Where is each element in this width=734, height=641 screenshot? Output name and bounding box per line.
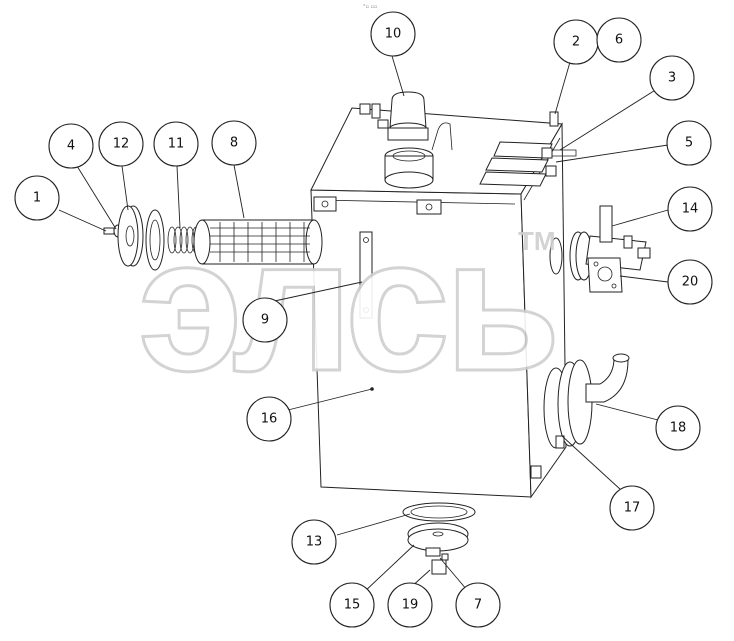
callout-15-label: 15 — [344, 598, 361, 613]
callout-13: 13 — [291, 519, 337, 565]
callout-11: 11 — [153, 121, 199, 167]
callout-8-label: 8 — [230, 136, 238, 151]
callout-5-label: 5 — [685, 136, 693, 151]
callout-18-label: 18 — [670, 421, 687, 436]
callout-6-label: 6 — [615, 33, 623, 48]
side-outlet-lower — [543, 353, 630, 449]
top-mark: °▫ ▫▫ — [363, 4, 377, 10]
watermark-text: элсь — [138, 199, 555, 411]
filter-assembly — [103, 205, 373, 319]
top-right-brackets — [479, 111, 577, 187]
callout-20-label: 20 — [682, 275, 699, 290]
callout-17: 17 — [609, 485, 655, 531]
side-fittings-upper — [549, 205, 651, 293]
callout-1-label: 1 — [33, 191, 41, 206]
callout-20: 20 — [667, 259, 713, 305]
callout-15: 15 — [329, 582, 375, 628]
breather-cap — [359, 91, 453, 189]
callout-9: 9 — [242, 297, 288, 343]
callout-9-label: 9 — [261, 313, 269, 328]
watermark-tm: TM — [518, 226, 556, 256]
callout-14: 14 — [667, 186, 713, 232]
callout-19-label: 19 — [402, 598, 419, 613]
callout-12: 12 — [98, 121, 144, 167]
callout-13-label: 13 — [306, 535, 323, 550]
callout-19: 19 — [387, 582, 433, 628]
callout-2: 2 — [553, 19, 599, 65]
callout-12-label: 12 — [113, 137, 130, 152]
callout-10: 10 — [370, 11, 416, 57]
leader-lines — [58, 55, 669, 595]
callout-11-label: 11 — [168, 137, 185, 152]
callout-4-label: 4 — [67, 139, 75, 154]
callout-16: 16 — [246, 396, 292, 442]
callout-4: 4 — [48, 123, 94, 169]
callout-7-label: 7 — [474, 598, 482, 613]
callout-17-label: 17 — [624, 501, 641, 516]
callout-3: 3 — [649, 55, 695, 101]
callout-7: 7 — [455, 582, 501, 628]
bottom-drain-assembly — [402, 502, 476, 575]
callout-6: 6 — [596, 17, 642, 63]
callout-18: 18 — [655, 405, 701, 451]
callout-5: 5 — [666, 120, 712, 166]
watermark: элсь TM — [137, 198, 563, 413]
callout-16-label: 16 — [261, 412, 278, 427]
callout-8: 8 — [211, 120, 257, 166]
callout-10-label: 10 — [385, 27, 402, 42]
callout-1: 1 — [14, 175, 60, 221]
callout-2-label: 2 — [572, 35, 580, 50]
callout-3-label: 3 — [668, 71, 676, 86]
callout-14-label: 14 — [682, 202, 699, 217]
